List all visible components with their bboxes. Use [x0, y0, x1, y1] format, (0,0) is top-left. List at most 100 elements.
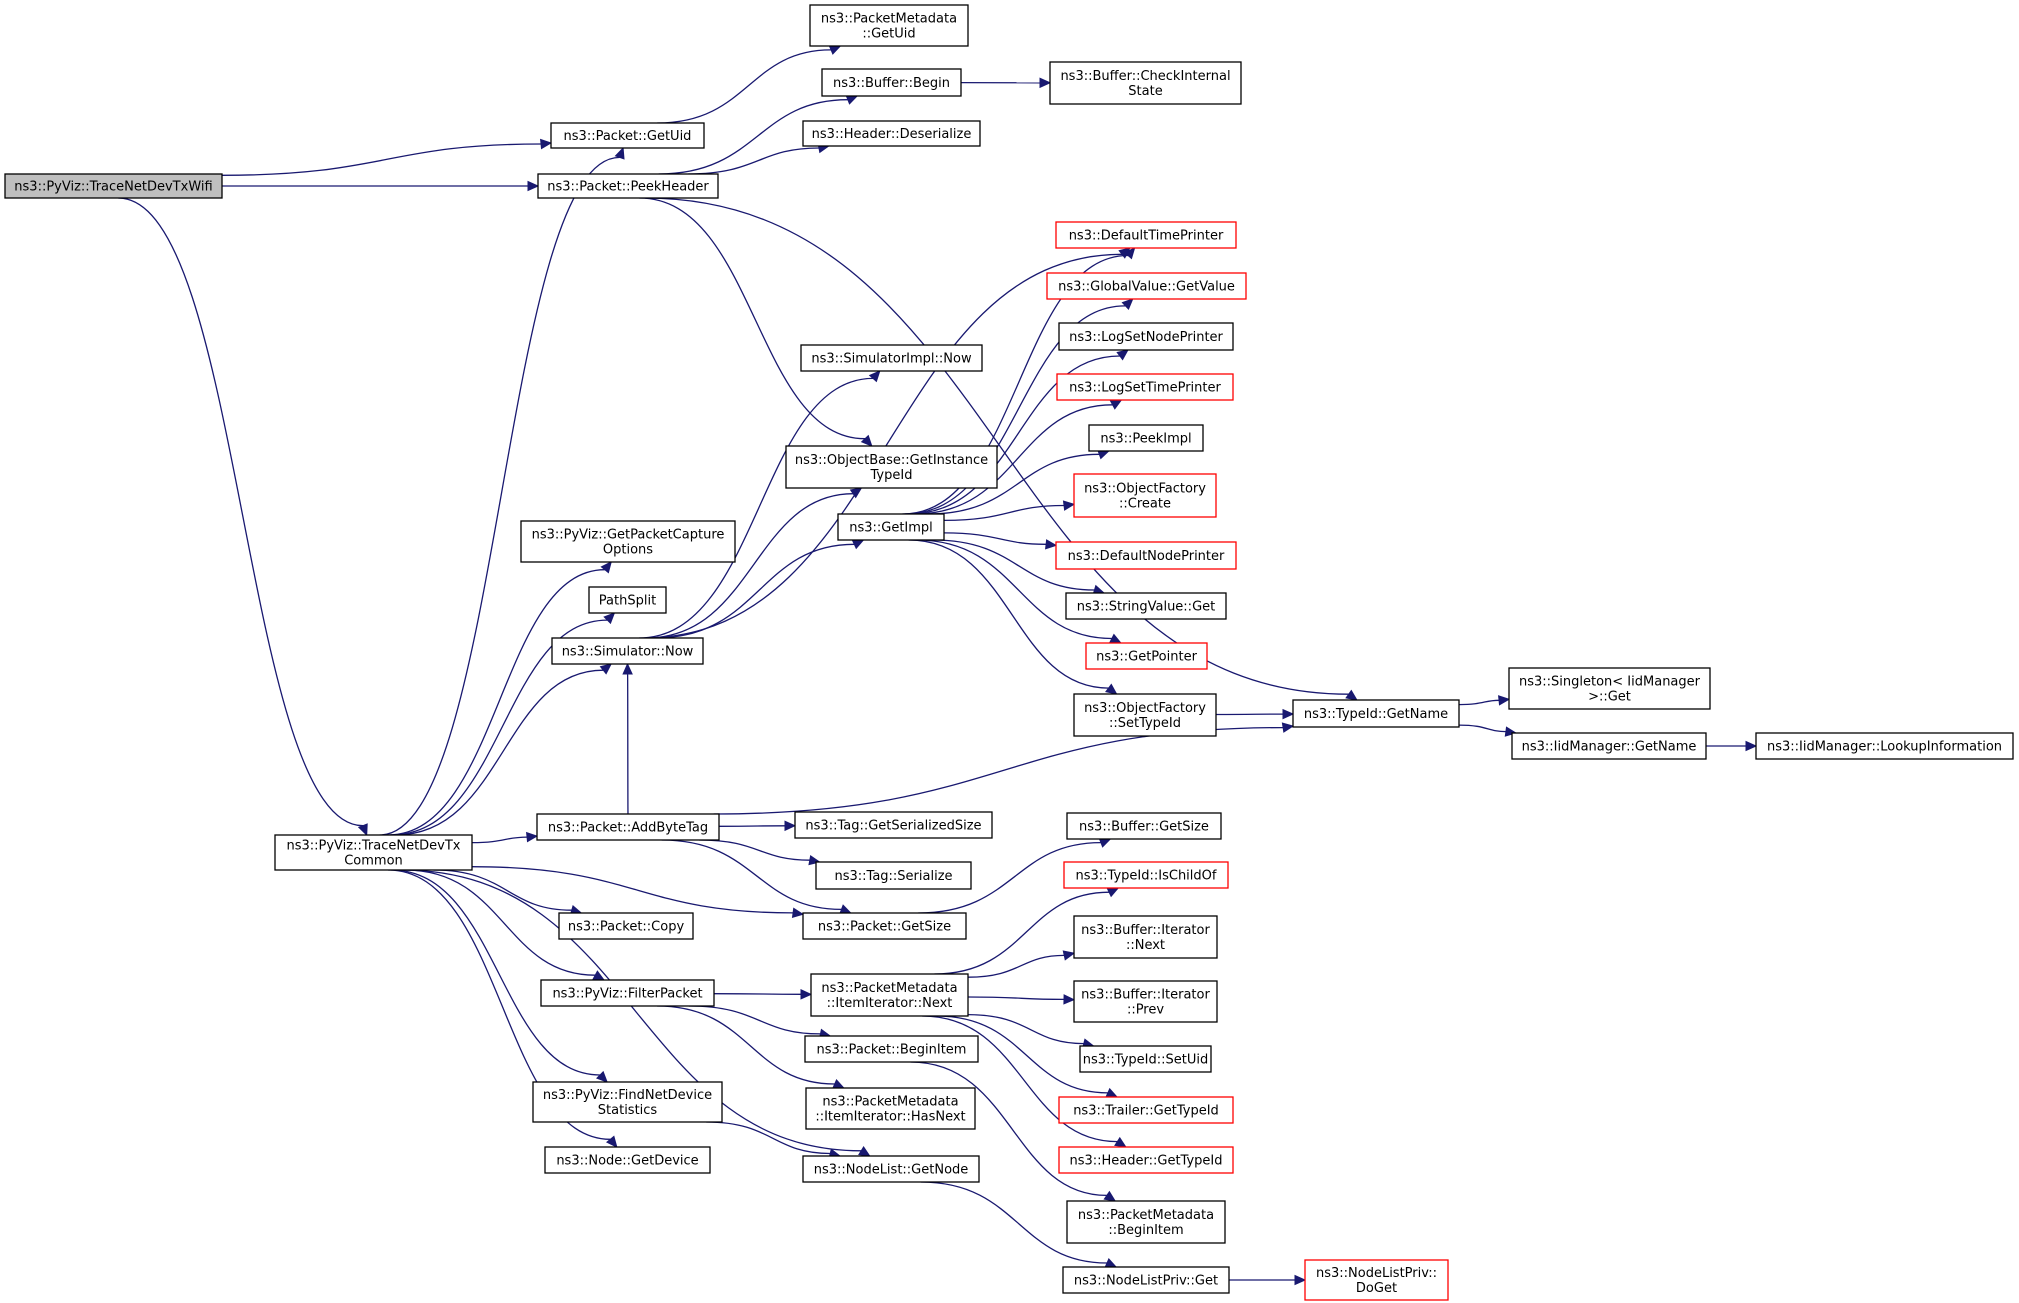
edge-line: [657, 49, 832, 124]
node-label-line: ns3::Packet::BeginItem: [817, 1043, 967, 1058]
node-box: [837, 513, 945, 541]
edge-line: [916, 539, 1112, 640]
node-pkt-getuid[interactable]: ns3::Packet::GetUid: [550, 122, 705, 149]
node-label-line: ns3::Buffer::Iterator: [1081, 923, 1210, 938]
edge-arrowhead: [599, 663, 613, 675]
node-tag-serialize[interactable]: ns3::Tag::Serialize: [815, 861, 972, 890]
edge-arrowhead: [614, 146, 625, 160]
node-box: [802, 912, 967, 940]
node-box: [804, 1035, 979, 1063]
node-of-settypeid[interactable]: ns3::ObjectFactory::SetTypeId: [1073, 693, 1217, 737]
node-nlp-get[interactable]: ns3::NodeListPriv::Get: [1062, 1266, 1230, 1294]
node-box: [1046, 272, 1247, 300]
node-sim-now[interactable]: ns3::Simulator::Now: [551, 637, 704, 665]
edge-line: [644, 197, 1349, 695]
node-hdr-deser[interactable]: ns3::Header::Deserialize: [802, 120, 981, 147]
edge-arrowhead: [860, 434, 873, 447]
node-bi-prev[interactable]: ns3::Buffer::Iterator::Prev: [1073, 980, 1218, 1023]
node-label-line: ns3::Header::Deserialize: [812, 127, 972, 142]
node-label-line: ns3::ObjectBase::GetInstance: [795, 453, 988, 468]
node-pkt-peekheader[interactable]: ns3::Packet::PeekHeader: [537, 173, 719, 199]
edge-arrowhead: [540, 138, 553, 150]
edge-root-to-pkt_peekheader: [222, 180, 540, 192]
node-node-getdevice[interactable]: ns3::Node::GetDevice: [544, 1146, 711, 1174]
node-pm-ii-hasnext[interactable]: ns3::PacketMetadata::ItemIterator::HasNe…: [805, 1087, 976, 1130]
node-gv-getvalue[interactable]: ns3::GlobalValue::GetValue: [1046, 272, 1247, 300]
edge-line: [402, 869, 862, 1152]
node-getpointer[interactable]: ns3::GetPointer: [1085, 642, 1208, 670]
node-pkt-copy[interactable]: ns3::Packet::Copy: [558, 912, 694, 940]
node-buf-begin[interactable]: ns3::Buffer::Begin: [821, 68, 962, 97]
node-box: [1292, 699, 1460, 728]
node-box: [536, 813, 720, 841]
node-bi-next[interactable]: ns3::Buffer::Iterator::Next: [1073, 915, 1218, 959]
node-typeid-ischild[interactable]: ns3::TypeId::IsChildOf: [1063, 861, 1229, 889]
node-pkt-addbytetag[interactable]: ns3::Packet::AddByteTag: [536, 813, 720, 841]
edge-line: [661, 839, 842, 911]
edge-line: [910, 1061, 1107, 1197]
node-default-node[interactable]: ns3::DefaultNodePrinter: [1055, 541, 1237, 570]
node-label-line: ns3::PyViz::TraceNetDevTx: [286, 839, 460, 854]
edge-arrowhead: [1062, 500, 1076, 511]
node-box: [1073, 693, 1217, 737]
node-label-line: ns3::DefaultTimePrinter: [1069, 229, 1224, 244]
node-nlp-doget[interactable]: ns3::NodeListPriv::DoGet: [1304, 1259, 1449, 1301]
node-iid-lookup[interactable]: ns3::IidManager::LookupInformation: [1755, 732, 2014, 760]
node-tag-getsersize[interactable]: ns3::Tag::GetSerializedSize: [794, 811, 993, 839]
node-pyviz-filter[interactable]: ns3::PyViz::FilterPacket: [540, 979, 715, 1007]
node-singleton-get[interactable]: ns3::Singleton< IidManager>::Get: [1508, 667, 1711, 710]
edge-nlp_get-to-nlp_doget: [1228, 1274, 1307, 1286]
node-trailer-gettid[interactable]: ns3::Trailer::GetTypeId: [1058, 1096, 1234, 1124]
node-peekimpl[interactable]: ns3::PeekImpl: [1088, 424, 1204, 452]
edge-line: [936, 1015, 1108, 1094]
node-box: [785, 445, 998, 489]
node-buf-getsize[interactable]: ns3::Buffer::GetSize: [1066, 812, 1222, 840]
node-logsetnode[interactable]: ns3::LogSetNodePrinter: [1058, 322, 1234, 351]
node-logsettime[interactable]: ns3::LogSetTimePrinter: [1056, 373, 1234, 401]
node-pkt-beginitem[interactable]: ns3::Packet::BeginItem: [804, 1035, 979, 1063]
edge-pm_ii_next-to-header_gettid: [922, 1015, 1127, 1148]
node-box: [1058, 1146, 1234, 1174]
node-iid-getname[interactable]: ns3::IidManager::GetName: [1511, 732, 1707, 760]
node-label-line: ns3::TypeId::SetUid: [1083, 1053, 1208, 1068]
edge-arrowhead: [1039, 77, 1052, 89]
node-typeid-setuid[interactable]: ns3::TypeId::SetUid: [1079, 1045, 1212, 1073]
edge-pyviz_filter-to-pm_ii_next: [713, 989, 813, 1000]
edge-arrowhead: [1504, 726, 1518, 737]
edge-arrowhead: [1105, 1087, 1119, 1098]
node-label-line: ns3::Buffer::Begin: [833, 76, 950, 91]
edge-arrowhead: [1282, 708, 1295, 720]
node-root[interactable]: ns3::PyViz::TraceNetDevTxWifi: [4, 173, 223, 199]
node-pkt-getsize[interactable]: ns3::Packet::GetSize: [802, 912, 967, 940]
edge-line: [639, 197, 866, 440]
node-nl-getnode[interactable]: ns3::NodeList::GetNode: [802, 1155, 980, 1183]
edge-line: [904, 305, 1126, 515]
node-pm-ii-next[interactable]: ns3::PacketMetadata::ItemIterator::Next: [810, 973, 969, 1017]
edge-common-to-pkt_addbytetag: [471, 831, 539, 844]
node-label-line: ns3::PyViz::FilterPacket: [552, 987, 702, 1002]
edge-getimpl-to-logsetnode: [908, 349, 1129, 515]
edge-pkt_addbytetag-to-tag_getsersize: [718, 820, 797, 832]
edge-arrowhead: [1294, 1274, 1307, 1286]
edge-arrowhead: [357, 823, 368, 837]
edge-pkt_addbytetag-to-tag_serialize: [699, 839, 821, 866]
node-default-time[interactable]: ns3::DefaultTimePrinter: [1055, 221, 1237, 249]
node-simimpl-now[interactable]: ns3::SimulatorImpl::Now: [800, 344, 983, 372]
node-of-create[interactable]: ns3::ObjectFactory::Create: [1073, 473, 1217, 518]
node-pm-getuid[interactable]: ns3::PacketMetadata::GetUid: [809, 4, 969, 47]
node-pathsplit[interactable]: PathSplit: [588, 586, 667, 614]
edge-line: [221, 143, 542, 176]
node-pm-beginitem[interactable]: ns3::PacketMetadata::BeginItem: [1066, 1200, 1226, 1244]
node-getimpl[interactable]: ns3::GetImpl: [837, 513, 945, 541]
node-label-line: ns3::PyViz::TraceNetDevTxWifi: [14, 180, 212, 195]
edge-arrowhead: [1103, 1190, 1117, 1202]
node-sv-get[interactable]: ns3::StringValue::Get: [1065, 592, 1227, 620]
node-box: [1065, 592, 1227, 620]
node-header-gettid[interactable]: ns3::Header::GetTypeId: [1058, 1146, 1234, 1174]
node-typeid-getname[interactable]: ns3::TypeId::GetName: [1292, 699, 1460, 728]
